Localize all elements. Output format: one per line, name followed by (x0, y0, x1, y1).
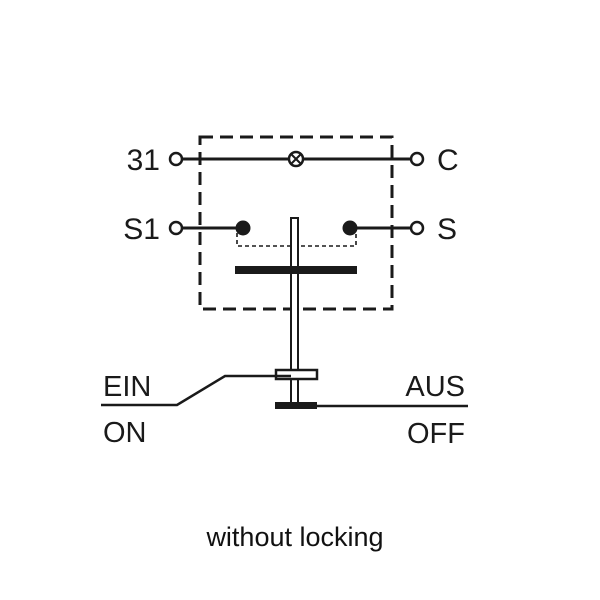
contact-point-right (342, 220, 358, 236)
on-position-lever-line (101, 374, 291, 407)
actuator-cap (274, 368, 319, 381)
position-off-label: OFF (407, 418, 465, 450)
position-on-label: ON (103, 417, 147, 449)
base-plate (275, 402, 317, 409)
terminal-c-label: C (437, 144, 459, 177)
terminal-s1-circle (168, 220, 184, 236)
terminal-31-circle (168, 151, 184, 167)
terminal-c-circle (409, 151, 425, 167)
terminal-s-circle (409, 220, 425, 236)
lamp-icon (287, 150, 305, 168)
terminal-31-label: 31 (127, 144, 160, 177)
terminal-s-label: S (437, 213, 457, 246)
contact-point-left (235, 220, 251, 236)
terminal-s1-label: S1 (123, 213, 160, 246)
contact-bar (235, 266, 357, 274)
position-aus-label: AUS (405, 371, 465, 403)
position-ein-label: EIN (103, 371, 151, 403)
caption: without locking (206, 522, 384, 552)
